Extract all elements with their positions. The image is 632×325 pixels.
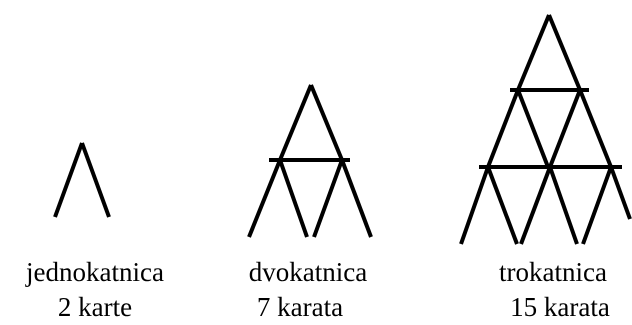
house-three-floors <box>461 15 630 244</box>
house-three-name: trokatnica <box>499 257 607 287</box>
card <box>549 15 580 90</box>
house-two-floors <box>249 85 371 237</box>
card <box>488 167 517 244</box>
card <box>521 167 550 244</box>
card <box>488 90 518 167</box>
card <box>311 85 342 160</box>
card <box>461 167 488 244</box>
card <box>249 160 280 237</box>
card <box>314 160 342 237</box>
card <box>518 15 549 90</box>
card <box>82 143 109 217</box>
card <box>583 167 611 244</box>
card <box>550 90 580 167</box>
house-one-floor <box>55 143 109 217</box>
house-two-name: dvokatnica <box>249 257 367 287</box>
house-three-count: 15 karata <box>510 292 610 322</box>
house-one-count: 2 karte <box>58 292 132 322</box>
card <box>55 143 82 217</box>
card <box>580 90 611 167</box>
card <box>550 167 577 244</box>
card <box>611 167 630 219</box>
card <box>518 90 548 167</box>
house-one-name: jednokatnica <box>25 257 164 287</box>
house-two-count: 7 karata <box>257 292 343 322</box>
card <box>280 160 307 237</box>
card <box>280 85 311 160</box>
card <box>342 160 371 237</box>
